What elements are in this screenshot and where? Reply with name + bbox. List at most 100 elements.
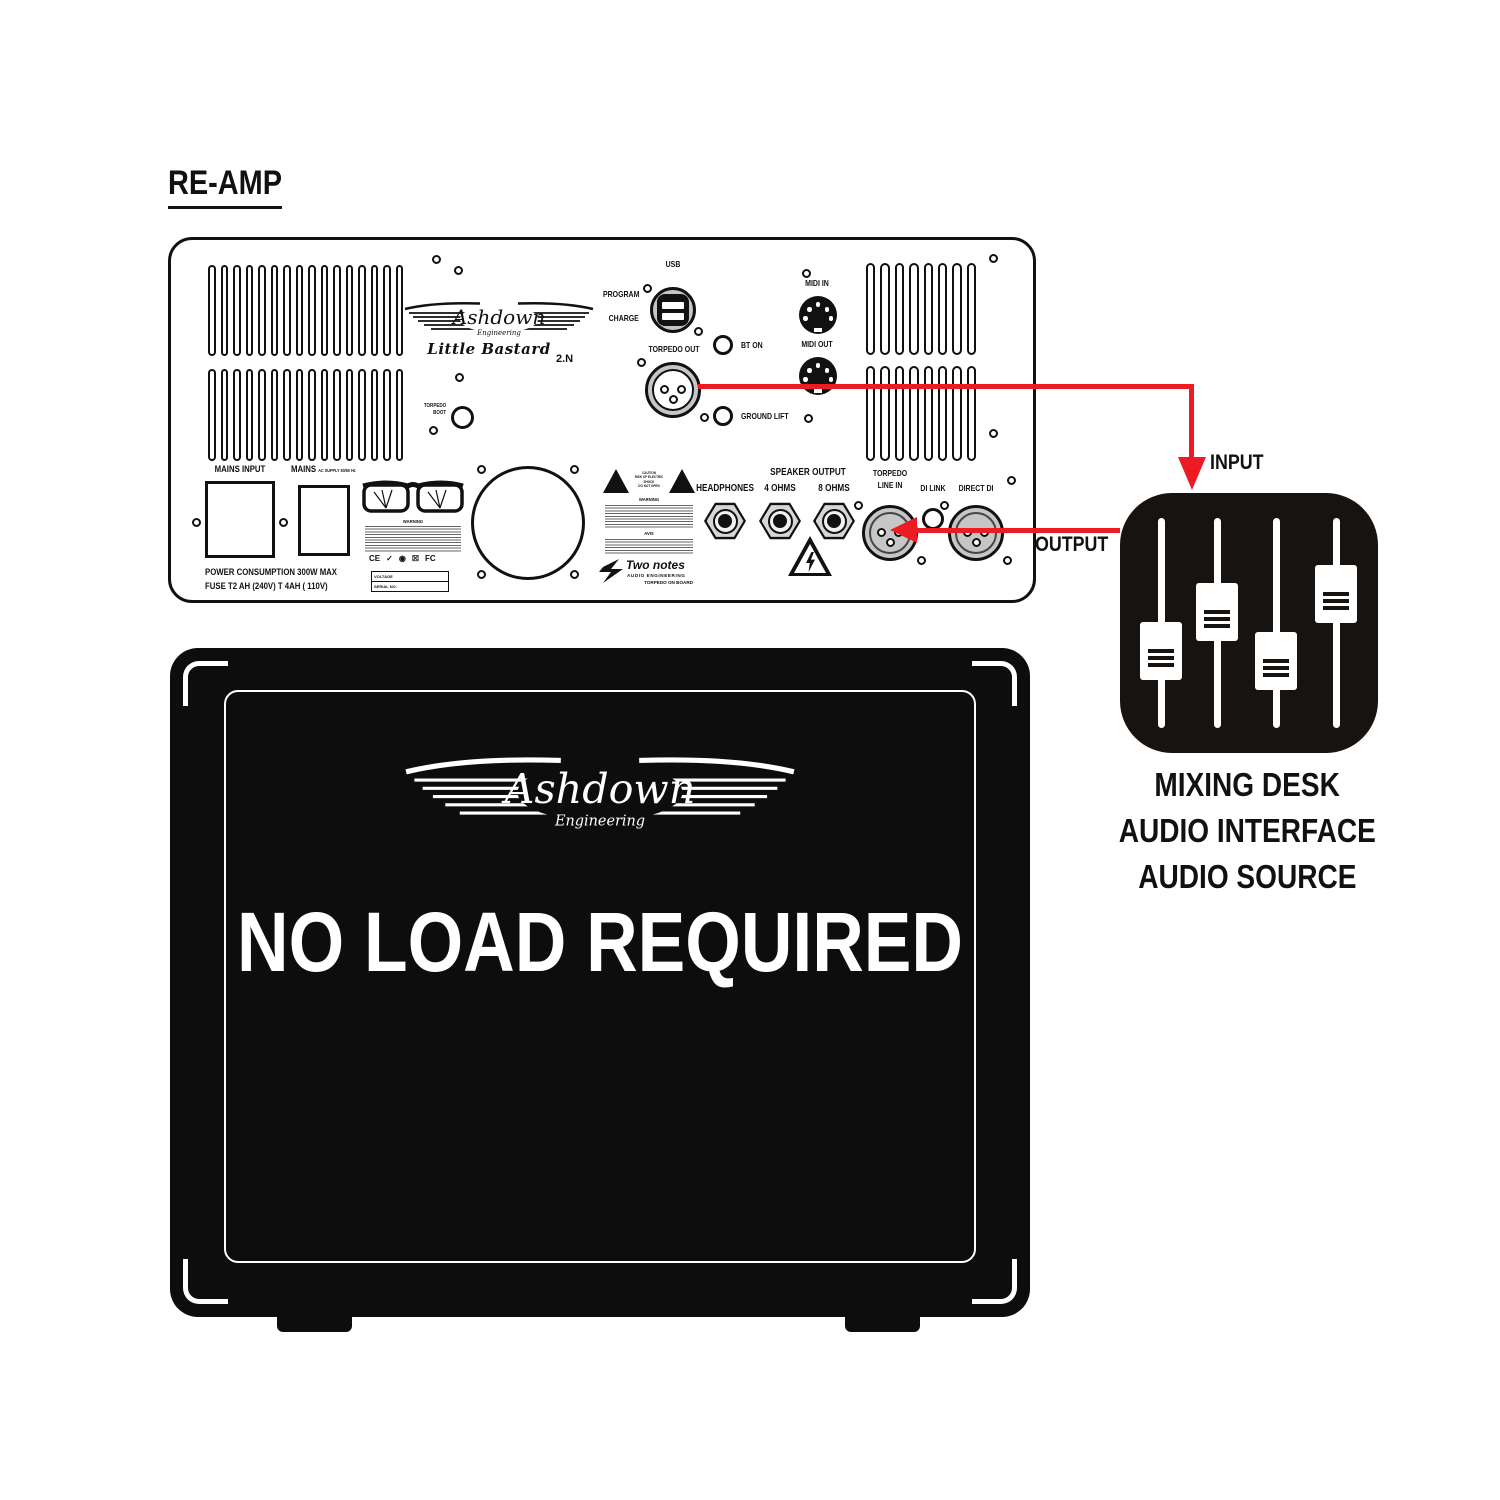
avis-title: AVIS — [644, 531, 654, 536]
certification-marks: CE ✓ ◉ ☒ FC — [369, 554, 436, 563]
mains-input-label: MAINS INPUT — [214, 464, 266, 475]
screw-hole — [570, 570, 579, 579]
ground-lift-label: GROUND LIFT — [741, 411, 789, 421]
corner-protector — [183, 661, 228, 706]
screw-hole — [429, 426, 438, 435]
mains-input-socket — [205, 481, 275, 558]
di-link-button — [922, 508, 944, 530]
torpedo-line-in-label1: TORPEDO — [872, 468, 908, 478]
cert-weee: ☒ — [411, 554, 419, 563]
caution-text: CAUTION RISK OF ELECTRIC SHOCK DO NOT OP… — [634, 471, 664, 489]
torpedo-out-wire — [698, 384, 1192, 389]
torpedo-out-xlr — [637, 358, 709, 422]
usb-connector — [643, 284, 703, 336]
mains-sub-label: AC SUPPLY 50/60 Hz — [318, 468, 356, 473]
torpedo-out-label: TORPEDO OUT — [648, 344, 700, 354]
screw-hole — [477, 570, 486, 579]
mains-label: MAINS AC SUPPLY 50/60 Hz — [291, 464, 356, 475]
brand-sub: Engineering — [476, 329, 521, 337]
corner-protector — [183, 1259, 228, 1304]
mixing-desk-icon — [1120, 493, 1378, 753]
fader-knob — [1255, 632, 1297, 690]
warning-triangle-icon — [669, 469, 695, 493]
caution-block: CAUTION RISK OF ELECTRIC SHOCK DO NOT OP… — [603, 468, 695, 556]
mixer-caption-line1: MIXING DESK — [1154, 766, 1340, 803]
ohms8-jack — [813, 502, 855, 540]
midi-out-label: MIDI OUT — [801, 339, 833, 349]
screw-hole — [804, 414, 813, 423]
ohms4-label: 4 OHMS — [764, 483, 796, 494]
fuse-text: FUSE T2 AH (240V) T 4AH ( 110V) — [205, 581, 328, 592]
vent-grille — [866, 366, 976, 461]
midi-in-connector — [799, 296, 837, 334]
fader-track — [1332, 518, 1340, 728]
input-label: INPUT — [1210, 451, 1264, 474]
bt-on-button — [713, 335, 733, 355]
headphones-label: HEADPHONES — [696, 483, 754, 494]
page-title: RE-AMP — [168, 164, 302, 209]
screw-hole — [989, 429, 998, 438]
power-consumption-text: POWER CONSUMPTION 300W MAX — [205, 567, 338, 578]
mixer-caption-line3: AUDIO SOURCE — [1137, 858, 1357, 895]
screw-hole — [1007, 476, 1016, 485]
fine-print — [605, 505, 693, 529]
cert-ctick: ◉ — [398, 554, 406, 563]
cabinet-brand-name: Ashdown — [501, 765, 696, 813]
torpedo-line-in-label2: LINE IN — [877, 480, 903, 490]
corner-protector — [972, 661, 1017, 706]
fader-knob — [1196, 583, 1238, 641]
midi-in-label: MIDI IN — [805, 278, 829, 288]
cert-ce: CE — [369, 554, 381, 563]
program-label: PROGRAM — [602, 289, 639, 299]
ground-lift-button — [713, 406, 733, 426]
high-voltage-icon — [788, 536, 832, 576]
fader-knob — [1140, 622, 1182, 680]
output-label: OUTPUT — [1034, 533, 1108, 556]
vent-grille — [208, 265, 403, 356]
screw-hole — [454, 266, 463, 275]
usb-label: USB — [665, 259, 681, 269]
ohms4-jack — [759, 502, 801, 540]
cabinet-foot — [277, 1315, 352, 1332]
cert-check: ✓ — [386, 554, 393, 563]
cabinet-inner-border — [224, 690, 976, 1263]
fan-cutout — [471, 466, 585, 580]
speaker-output-label: SPEAKER OUTPUT — [770, 467, 846, 478]
cert-fcc: FC — [424, 554, 436, 563]
torpedo-boot-button — [451, 406, 474, 429]
voltage-serial-box: VOLTAGE SERIAL NO. — [371, 571, 449, 592]
ohms8-label: 8 OHMS — [818, 483, 850, 494]
output-arrow-icon — [890, 517, 917, 543]
screw-hole — [279, 518, 288, 527]
torpedo-out-wire-drop — [1189, 384, 1194, 458]
fader-knob — [1315, 565, 1357, 623]
ashdown-wings-icon: Ashdown Engineering — [404, 302, 594, 337]
screw-hole — [570, 465, 579, 474]
warning-triangle-icon — [603, 469, 629, 493]
cabinet-ashdown-logo: Ashdown Engineering — [404, 745, 796, 849]
mixer-caption: MIXING DESK AUDIO INTERFACE AUDIO SOURCE — [1067, 766, 1427, 896]
speaker-cabinet: Ashdown Engineering NO LOAD REQUIRED — [170, 648, 1030, 1332]
cabinet-foot — [845, 1315, 920, 1332]
input-arrow-icon — [1177, 457, 1206, 490]
cabinet-brand-sub: Engineering — [554, 813, 645, 829]
midi-out-connector — [799, 357, 837, 395]
glasses-warning-title: WARNING — [402, 519, 424, 524]
mains-socket — [298, 485, 350, 556]
fader-track — [1272, 518, 1280, 728]
direct-di-label: DIRECT DI — [958, 483, 994, 493]
screw-hole — [192, 518, 201, 527]
mixer-caption-line2: AUDIO INTERFACE — [1118, 812, 1376, 849]
brand-name: Ashdown — [451, 305, 545, 329]
charge-label: CHARGE — [608, 313, 639, 323]
two-notes-name: Two notes — [626, 558, 685, 572]
two-notes-glyph-icon — [599, 559, 623, 583]
serial-label: SERIAL NO. — [374, 584, 397, 589]
glasses-vu-icon — [362, 480, 464, 513]
page-title-text: RE-AMP — [168, 164, 282, 209]
vent-grille — [208, 369, 403, 461]
no-load-message: NO LOAD REQUIRED — [237, 895, 963, 989]
amp-rear-panel: Ashdown Engineering Little Bastard 2.N T… — [168, 237, 1036, 603]
di-link-label: DI LINK — [920, 483, 946, 493]
